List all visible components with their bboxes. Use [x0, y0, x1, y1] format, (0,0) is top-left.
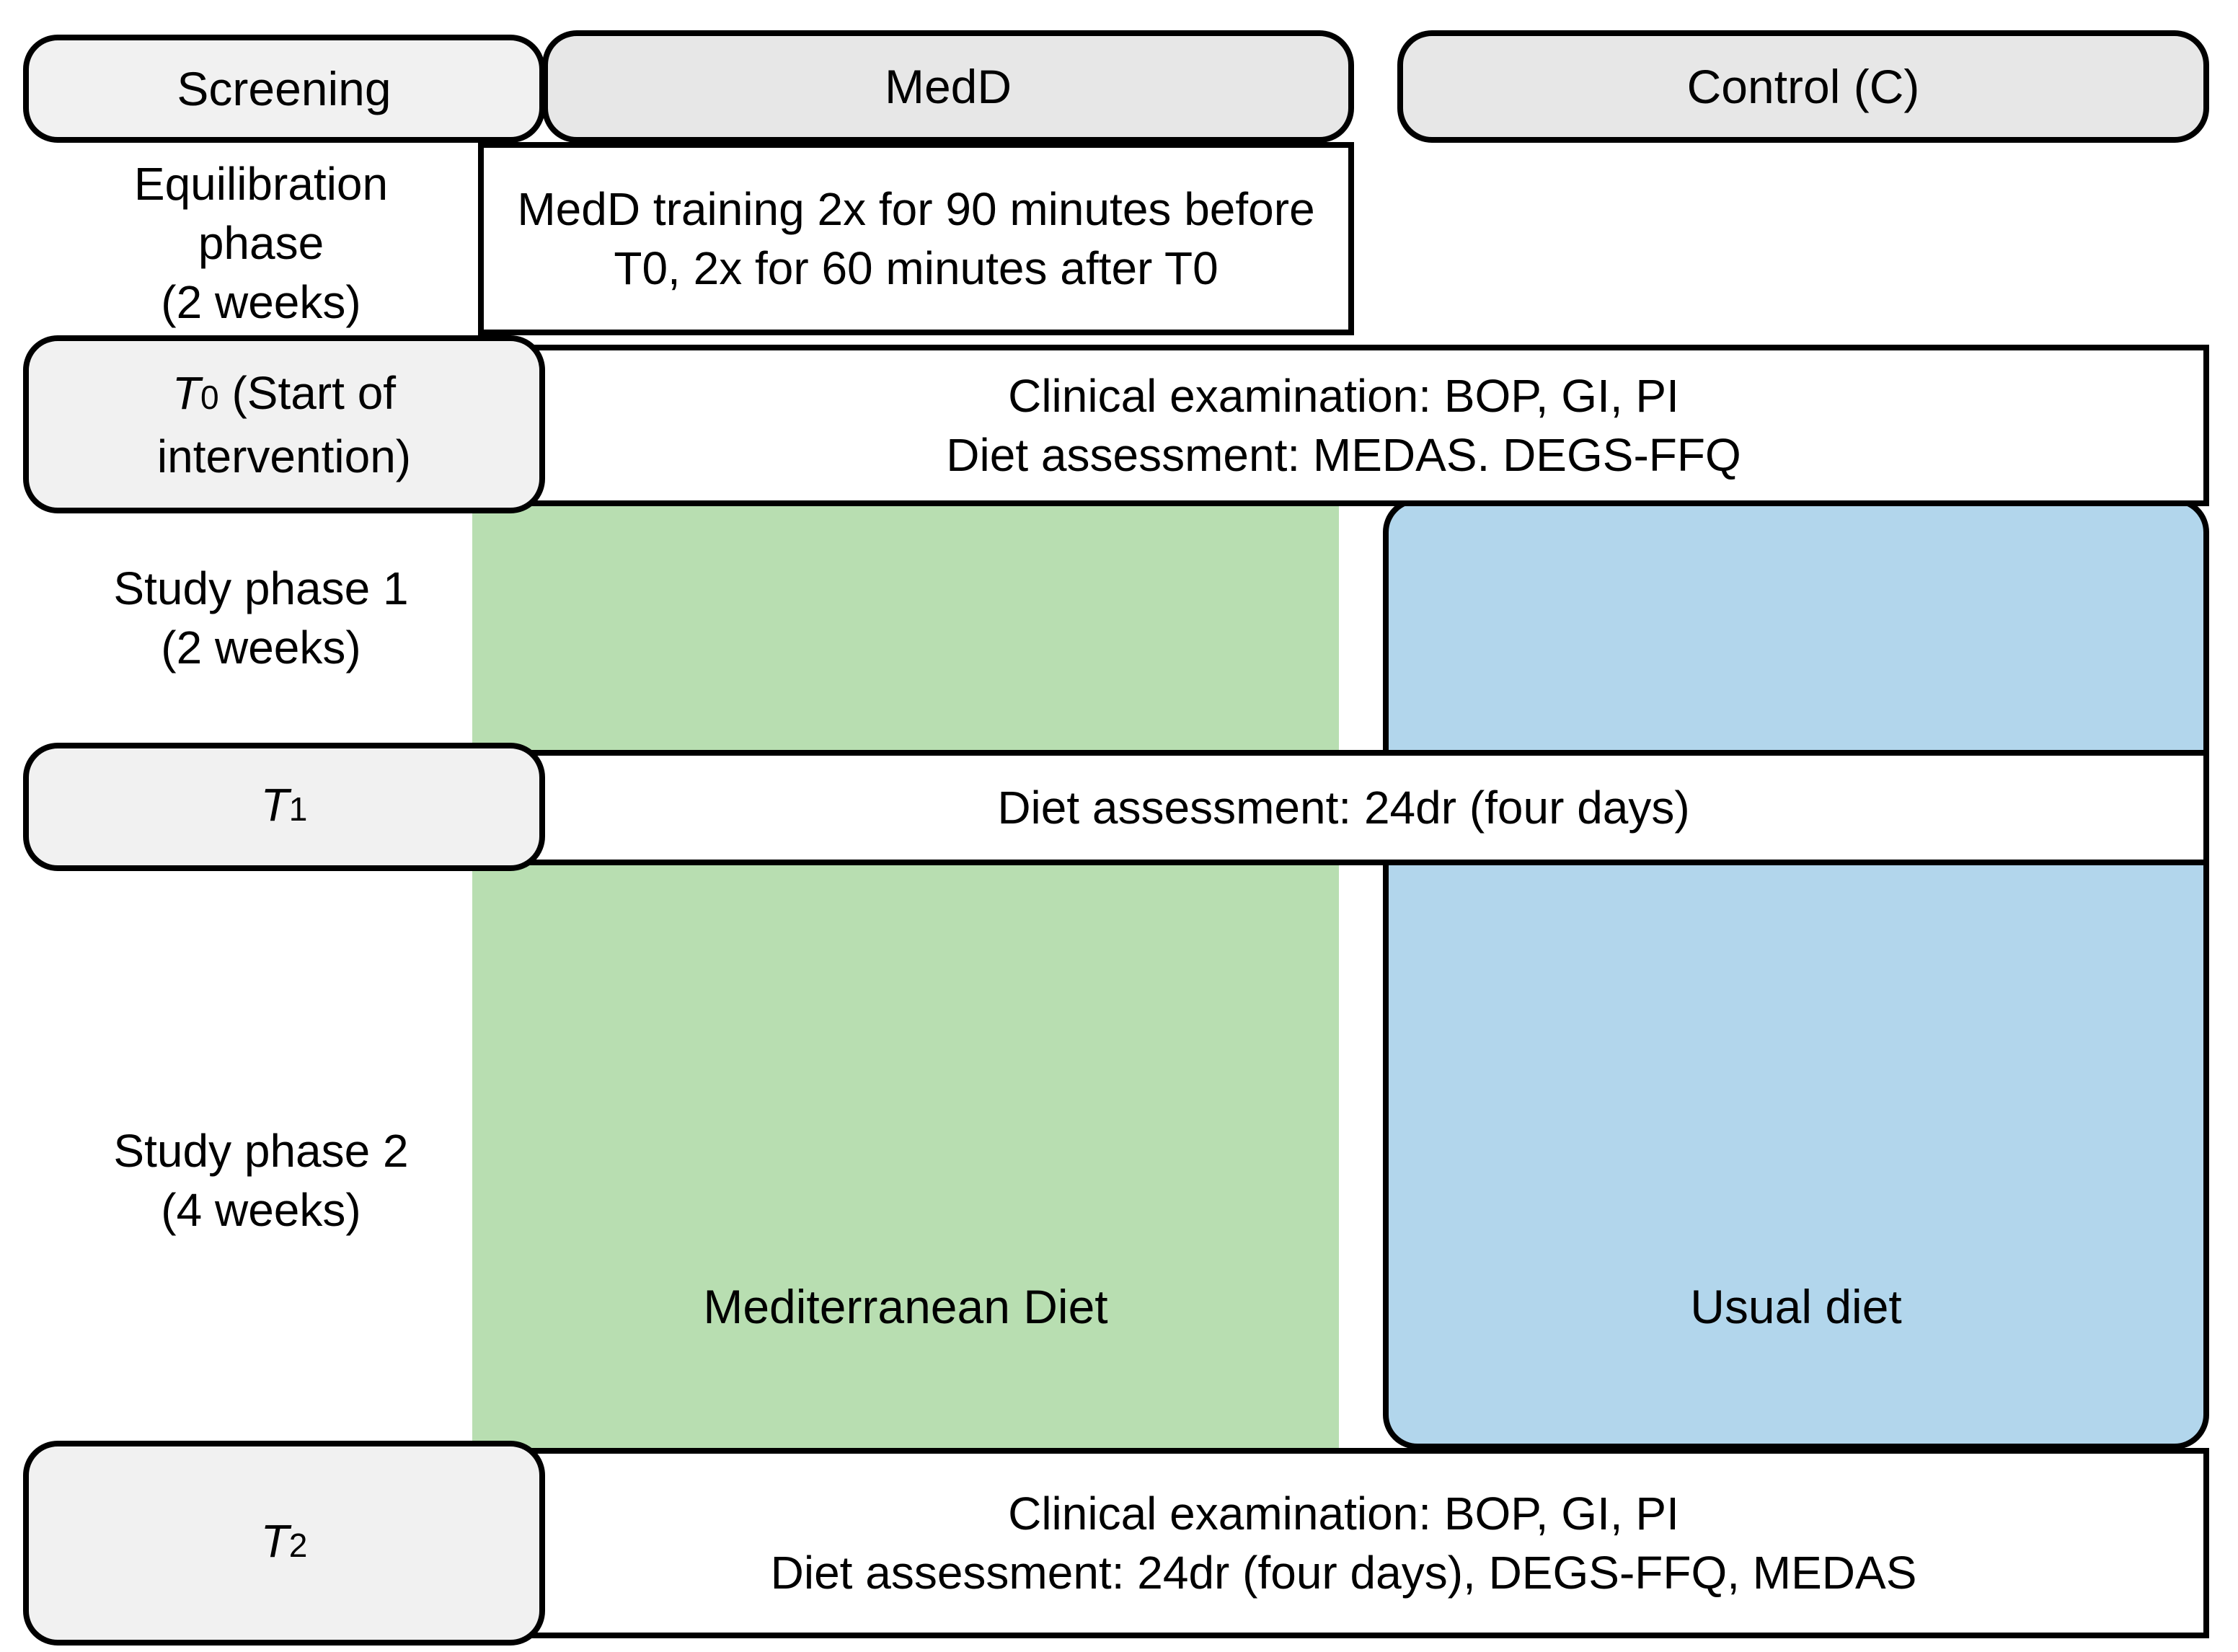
t0-label-line1: T0 (Start of — [172, 366, 397, 419]
phase1-label-line1: Study phase 1 — [113, 562, 409, 614]
t1-timepoint-box: T1 — [23, 743, 545, 871]
study-phase-2-label: Study phase 2 (4 weeks) — [0, 1121, 522, 1240]
t0-label-line2: intervention) — [156, 430, 412, 482]
mediterranean-diet-text: Mediterranean Diet — [703, 1280, 1108, 1333]
t1-assessment-line1: Diet assessment: 24dr (four days) — [997, 782, 1690, 834]
t2-timepoint-box: T2 — [23, 1441, 545, 1646]
medd-header-label: MedD — [884, 60, 1012, 113]
t1-label: T1 — [260, 779, 308, 831]
t0-assessment-line1: Clinical examination: BOP, GI, PI — [1008, 370, 1679, 422]
medd-column-background — [472, 505, 1339, 1451]
phase2-label-line1: Study phase 2 — [113, 1125, 409, 1177]
equilibration-label-line2: phase — [198, 217, 324, 269]
screening-header-label: Screening — [177, 62, 392, 115]
usual-diet-label: Usual diet — [1383, 1275, 2209, 1338]
mediterranean-diet-label: Mediterranean Diet — [472, 1275, 1339, 1338]
t2-assessment-line1: Clinical examination: BOP, GI, PI — [1008, 1488, 1679, 1540]
medd-header-box: MedD — [542, 30, 1354, 143]
t0-assessment-line2: Diet assessment: MEDAS. DEGS-FFQ — [946, 429, 1741, 481]
phase2-label-line2: (4 weeks) — [161, 1184, 361, 1236]
t1-assessment-box: Diet assessment: 24dr (four days) — [478, 750, 2209, 865]
usual-diet-text: Usual diet — [1690, 1280, 1902, 1333]
t2-assessment-box: Clinical examination: BOP, GI, PI Diet a… — [478, 1448, 2209, 1638]
t2-label: T2 — [260, 1515, 308, 1567]
control-header-box: Control (C) — [1397, 30, 2209, 143]
equilibration-label-line1: Equilibration — [133, 158, 389, 210]
control-header-label: Control (C) — [1686, 60, 1920, 113]
medd-training-box: MedD training 2x for 90 minutes before T… — [478, 142, 1354, 335]
control-column-background — [1383, 498, 2209, 1449]
t2-assessment-line2: Diet assessment: 24dr (four days), DEGS-… — [770, 1547, 1917, 1599]
medd-training-text-line1: MedD training 2x for 90 minutes before — [517, 183, 1315, 235]
equilibration-phase-label: Equilibration phase (2 weeks) — [0, 154, 522, 332]
study-phase-1-label: Study phase 1 (2 weeks) — [0, 559, 522, 677]
t0-timepoint-box: T0 (Start of intervention) — [23, 335, 545, 513]
screening-header-box: Screening — [23, 35, 545, 143]
phase1-label-line2: (2 weeks) — [161, 622, 361, 673]
medd-training-text-line2: T0, 2x for 60 minutes after T0 — [614, 242, 1218, 294]
t0-assessment-box: Clinical examination: BOP, GI, PI Diet a… — [478, 345, 2209, 506]
equilibration-label-line3: (2 weeks) — [161, 276, 361, 328]
